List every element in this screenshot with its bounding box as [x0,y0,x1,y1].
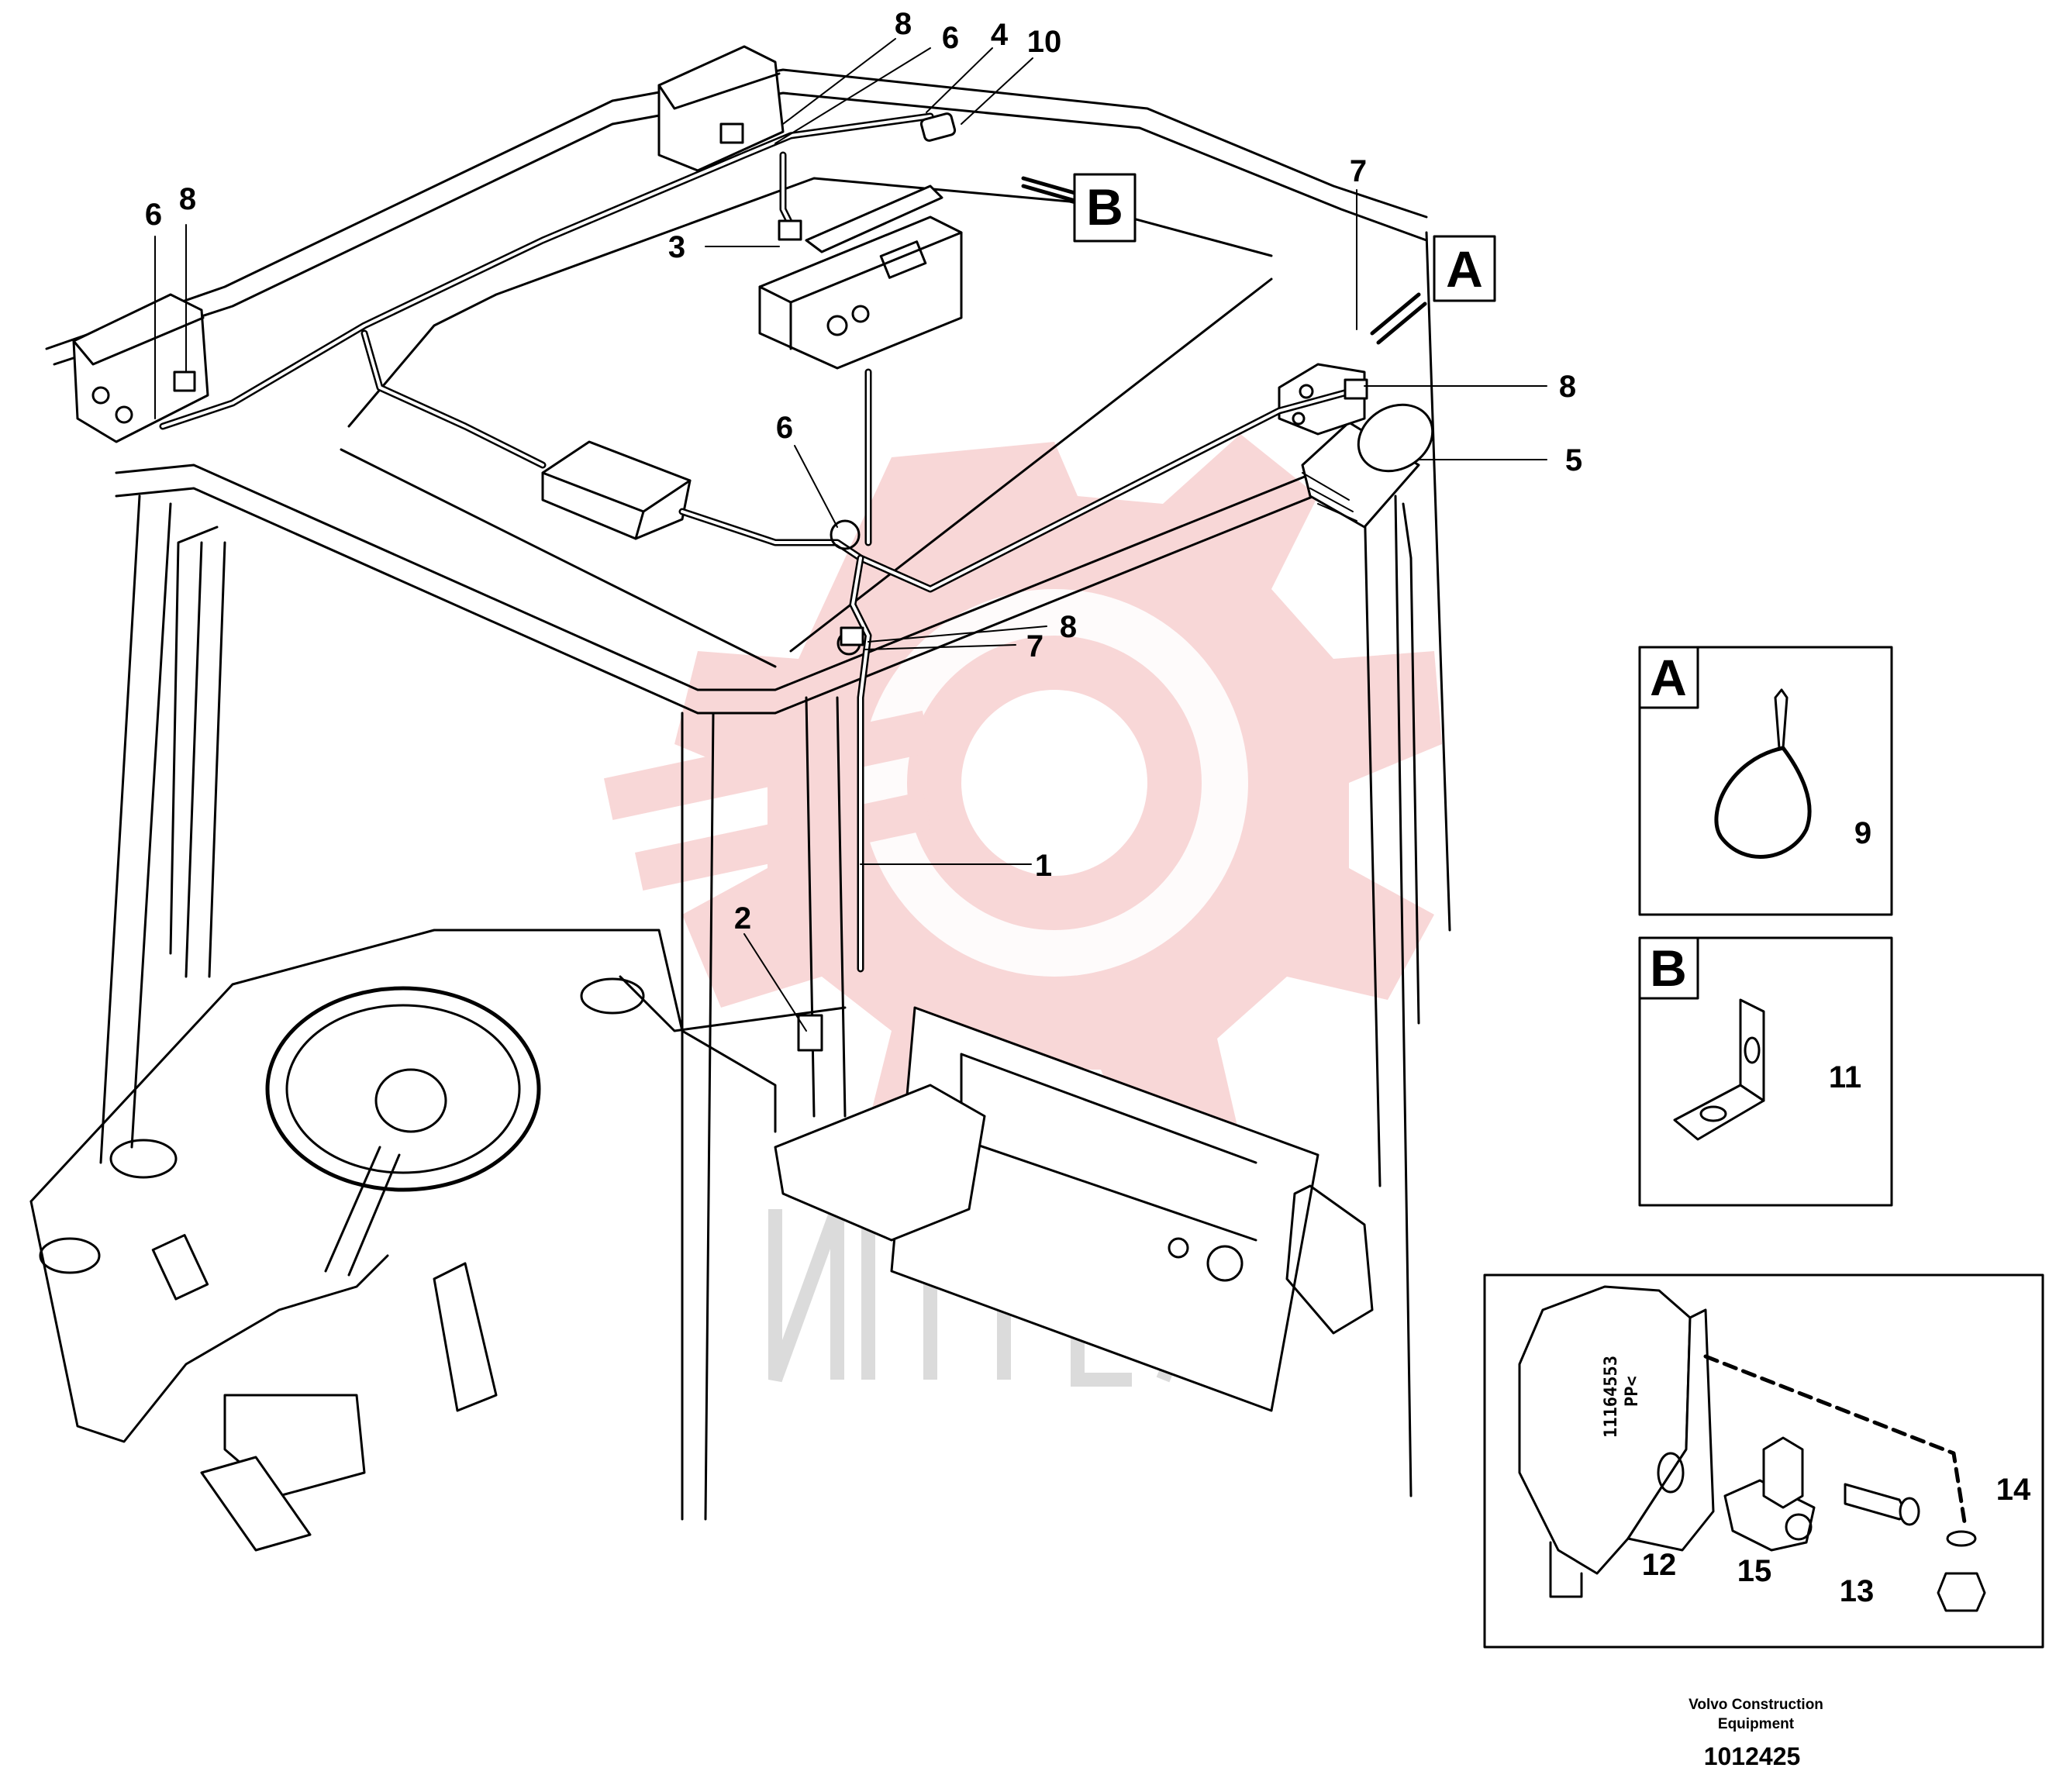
bracket-detail-panel: 11164553 PP< [1483,1273,2044,1649]
nut [1937,1572,1986,1612]
callout-3: 3 [668,230,685,264]
callout-5: 5 [1565,443,1582,477]
pedal [200,1262,498,1552]
caption-line-2: Equipment [1718,1716,1795,1732]
callout-1: 1 [1035,849,1052,883]
callout-6: 6 [145,198,162,232]
svg-text:A: A [1446,240,1483,298]
callout-4: 4 [991,18,1009,52]
view-label-a: A [1433,235,1496,302]
callout-8: 8 [179,182,196,216]
svg-text:B: B [1650,939,1687,997]
callout-8: 8 [1559,370,1576,404]
steering-wheel [223,986,541,1497]
view-label-b: B [1073,173,1137,243]
washer [1946,1530,1977,1547]
dashboard [29,929,847,1443]
document-number: 1012425 [1704,1742,1801,1770]
callout-15: 15 [1737,1554,1772,1588]
speaker [1301,403,1434,529]
rear-work-light [657,45,785,172]
junction-box [541,440,692,540]
switch-bracket [797,1014,823,1052]
door-switch [1723,1436,1816,1552]
callouts: 8 6 4 10 6 8 3 7 8 5 6 8 7 1 2 14 12 15 … [145,7,2031,1608]
callout-6: 6 [942,21,959,55]
svg-text:A: A [1650,649,1687,706]
callout-8: 8 [895,7,912,41]
door-bracket [1518,1285,1715,1598]
svg-text:11164553: 11164553 [1602,1356,1621,1438]
svg-text:B: B [1086,178,1123,236]
bolt [1844,1483,1920,1526]
panel-trim [1285,1184,1374,1335]
wiring-harness [159,112,1368,973]
callout-7: 7 [1350,154,1367,188]
svg-text:PP<: PP< [1623,1376,1642,1407]
radio-unit [758,184,963,370]
callout-2: 2 [734,901,751,936]
callout-14: 14 [1996,1473,2031,1507]
callout-8: 8 [1060,610,1077,644]
front-work-light [72,293,209,443]
callout-7: 7 [1026,629,1043,663]
callout-12: 12 [1642,1548,1677,1582]
callout-11: 11 [1829,1060,1861,1094]
callout-10: 10 [1027,25,1062,59]
callout-9: 9 [1854,816,1871,850]
caption-line-1: Volvo Construction [1689,1697,1823,1713]
callout-6: 6 [776,411,793,445]
callout-13: 13 [1840,1574,1875,1608]
armrest [774,1084,986,1242]
detail-b-panel: B 11 [1638,936,1893,1207]
detail-a-panel: A 9 [1638,646,1893,916]
angle-bracket-icon [1673,998,1765,1141]
watermark-logo [603,434,1442,1163]
cable-tie-icon [1714,688,1812,859]
antenna-connector [919,112,957,142]
footer: Volvo Construction Equipment 1012425 [1689,1697,1823,1770]
